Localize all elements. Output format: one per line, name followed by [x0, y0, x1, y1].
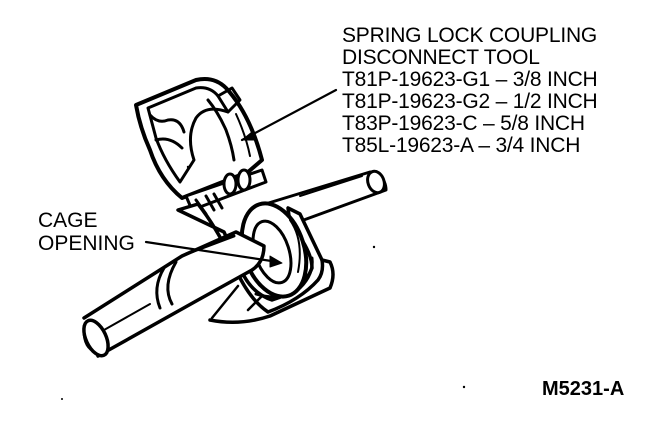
tool-title-line-1: SPRING LOCK COUPLING: [342, 24, 598, 47]
tool-upper-half: [134, 77, 264, 200]
cage-ring: [239, 201, 309, 299]
speck-mark: [61, 398, 63, 400]
cage-leader-arrowhead: [269, 255, 283, 268]
cage-label-line-2: OPENING: [38, 232, 135, 255]
tool-title-line-2: DISCONNECT TOOL: [342, 46, 540, 69]
tube-left: [82, 230, 266, 358]
speck-mark: [372, 245, 376, 249]
tool-size-c: T83P-19623-C – 5/8 INCH: [342, 112, 585, 135]
tool-leader-line: [240, 88, 338, 142]
tool-callout: SPRING LOCK COUPLING DISCONNECT TOOL T81…: [342, 25, 598, 157]
tool-size-a: T85L-19623-A – 3/4 INCH: [342, 134, 581, 157]
figure-id: M5231-A: [542, 378, 625, 400]
tool-leader-arrowhead: [241, 131, 255, 141]
cage-leader-line: [144, 240, 280, 264]
cage-label-line-1: CAGE: [38, 209, 98, 232]
speck-mark: [186, 165, 190, 169]
cage-opening-callout: CAGE OPENING: [38, 209, 135, 255]
tool-size-g2: T81P-19623-G2 – 1/2 INCH: [342, 90, 598, 113]
speck-mark: [462, 385, 466, 389]
tool-size-g1: T81P-19623-G1 – 3/8 INCH: [342, 68, 598, 91]
